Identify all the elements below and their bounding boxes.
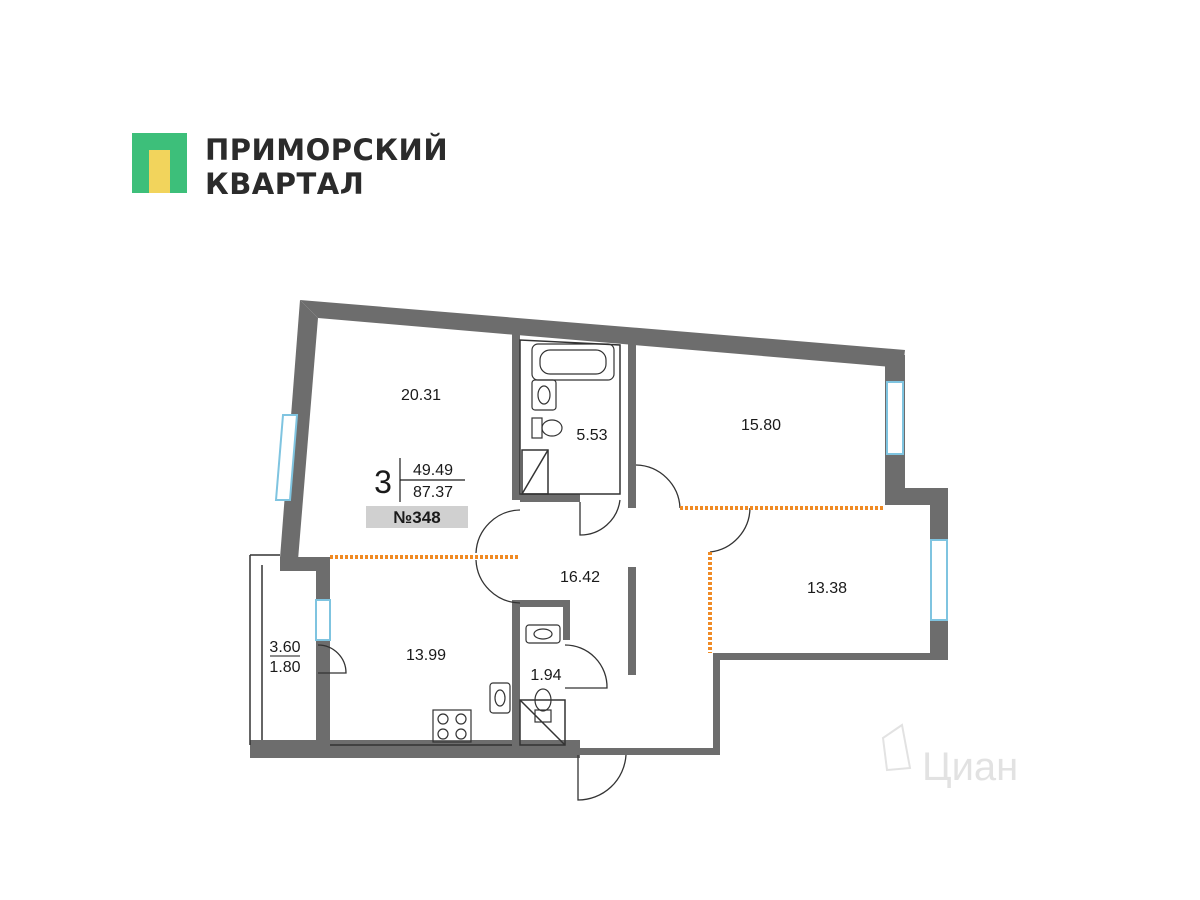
stove-icon [432,709,472,743]
door-bedroom-2 [709,507,751,553]
window-kitchen [315,599,331,641]
bath-closet [521,449,549,495]
balcony-reduced-area: 1.80 [269,659,300,676]
wc-toilet-icon [534,688,552,723]
removable-partitions [330,506,885,653]
doors [317,464,751,801]
door-bedroom-1 [635,464,681,509]
bathroom-outline [519,339,621,495]
living-area: 49.49 [413,462,453,479]
room-area-bathroom: 5.53 [576,427,607,444]
window-bedroom-1 [886,381,904,455]
brand-name: ПРИМОРСКИЙ КВАРТАЛ [205,133,505,201]
wall-bottom-left [250,740,580,758]
brand-name-line-2: КВАРТАЛ [205,167,365,201]
windows [274,381,948,641]
balcony-outline [249,554,280,745]
door-living [475,509,521,554]
room-area-bedroom-2: 13.38 [807,580,847,597]
wall-kitchen-left [316,560,330,758]
wall-hall-pillar [628,567,636,675]
wall-top [300,300,905,368]
apartment-number: №348 [393,508,440,527]
wall-wc-left [512,600,520,750]
interior-lines [249,339,621,746]
wall-wc-top [512,600,570,607]
bath-sink-icon [531,379,557,411]
total-area: 87.37 [413,484,453,501]
brand-name-line-1: ПРИМОРСКИЙ [205,133,449,167]
door-kitchen [475,559,521,604]
window-bedroom-2 [930,539,948,621]
door-balcony [317,644,347,674]
room-area-bedroom-1: 15.80 [741,417,781,434]
balcony-area: 3.60 [269,639,300,656]
cian-watermark: Циан [881,723,1018,789]
room-labels: 20.31 5.53 15.80 16.42 13.38 13.99 1.94 … [269,387,847,684]
bath-closet-diag [521,449,549,495]
fixtures [432,343,615,743]
room-area-hall: 16.42 [560,569,600,586]
window-living [274,414,299,501]
wall-bottom-center [578,748,720,755]
brand-logo-icon [132,133,187,193]
wc-sink-icon [525,624,561,644]
door-wc [564,644,608,689]
interior-walls [512,330,636,750]
room-count: 3 [374,464,392,500]
watermark-text: Циан [922,745,1018,789]
door-entrance [577,754,627,801]
floor-area [295,315,930,750]
room-area-living: 20.31 [401,387,441,404]
wall-bath-right [628,338,636,508]
wall-step-down [713,653,720,755]
room-area-kitchen: 13.99 [406,647,446,664]
door-bathroom [579,499,621,536]
kitchen-sink-icon [489,682,511,714]
wall-bath-left [512,330,520,500]
apartment-number-badge [366,506,468,528]
apartment-info: 3 49.49 87.37 №348 [366,458,468,528]
wall-bath-bottom [520,494,580,502]
bath-toilet-icon [531,417,563,439]
room-area-wc: 1.94 [530,667,561,684]
bathtub-icon [531,343,615,381]
wall-bottom-right [713,653,948,660]
wall-wc-right [563,600,570,640]
